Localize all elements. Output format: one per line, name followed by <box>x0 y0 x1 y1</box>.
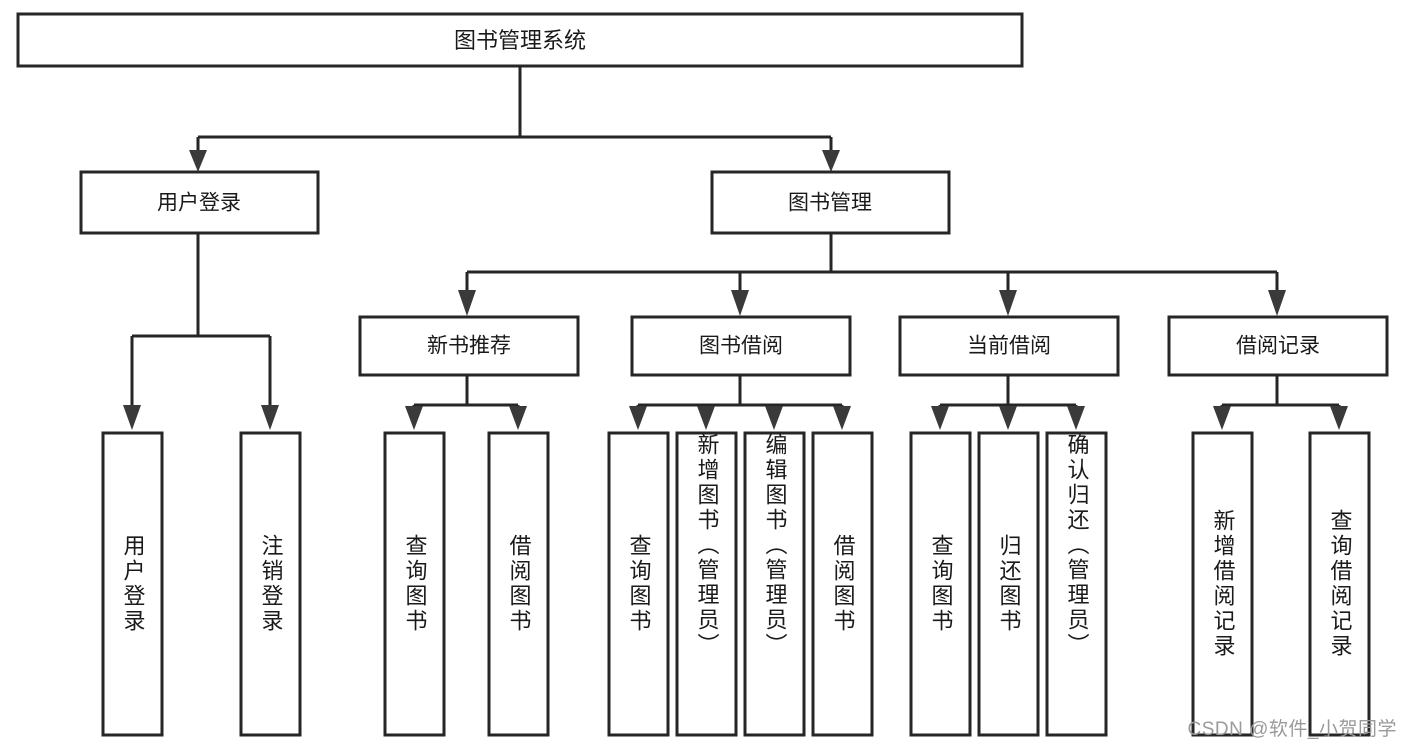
node-box-book-management[interactable] <box>710 170 951 235</box>
node-box-borrow-record[interactable] <box>1167 315 1389 377</box>
node-label-current-borrow: 当前借阅 <box>967 335 1051 358</box>
arrow-new-book-leaf-1 <box>405 406 423 430</box>
arrow-book-borrow-leaf-3 <box>765 406 783 430</box>
arrow-book-borrow-leaf-4 <box>833 406 851 430</box>
connector-group-book-borrow <box>629 375 851 430</box>
leaf-box-user-login-logout[interactable] <box>239 431 302 737</box>
leaf-box-borrow-record-add[interactable] <box>1191 431 1254 737</box>
arrow-book-mgmt-to-current-borrow <box>999 290 1017 316</box>
node-label-book-management: 图书管理 <box>788 192 872 215</box>
arrow-root-to-user-login <box>189 150 207 172</box>
leaf-box-new-book-borrow[interactable] <box>487 431 550 737</box>
connector-group-borrow-record <box>1213 375 1348 430</box>
leaf-box-user-login-login[interactable] <box>101 431 164 737</box>
node-box-root[interactable] <box>16 12 1024 68</box>
node-label-book-borrow: 图书借阅 <box>699 335 783 358</box>
arrow-current-borrow-leaf-1 <box>931 406 949 430</box>
connector-group-user-login <box>123 233 279 430</box>
node-box-user-login[interactable] <box>79 170 320 235</box>
leaf-box-borrow-record-query[interactable] <box>1308 431 1371 737</box>
arrow-book-borrow-leaf-1 <box>629 406 647 430</box>
node-box-new-book-recommend[interactable] <box>358 315 580 377</box>
leaf-box-book-borrow-lend[interactable] <box>811 431 874 737</box>
arrow-borrow-record-leaf-2 <box>1330 406 1348 430</box>
arrow-current-borrow-leaf-3 <box>1067 406 1085 430</box>
leaf-box-current-borrow-query[interactable] <box>909 431 972 737</box>
node-label-new-book-recommend: 新书推荐 <box>427 335 511 358</box>
node-label-root: 图书管理系统 <box>454 28 586 53</box>
leaf-box-book-borrow-add[interactable] <box>675 431 738 737</box>
connector-group-current-borrow <box>931 375 1085 430</box>
node-box-current-borrow[interactable] <box>898 315 1120 377</box>
arrow-user-login-leaf-2 <box>261 405 279 430</box>
node-box-book-borrow[interactable] <box>630 315 852 377</box>
leaf-box-book-borrow-query[interactable] <box>607 431 670 737</box>
connector-group-book-mgmt <box>458 233 1286 316</box>
leaf-box-book-borrow-edit[interactable] <box>743 431 806 737</box>
connector-group-root <box>189 66 840 172</box>
arrow-user-login-leaf-1 <box>123 405 141 430</box>
arrow-book-borrow-leaf-2 <box>697 406 715 430</box>
leaf-box-current-borrow-confirm[interactable] <box>1045 431 1108 737</box>
watermark-text: CSDN @软件_小贺同学 <box>1187 719 1397 740</box>
arrow-current-borrow-leaf-2 <box>999 406 1017 430</box>
arrow-new-book-leaf-2 <box>509 406 527 430</box>
connector-group-new-book <box>405 375 527 430</box>
arrow-book-mgmt-to-book-borrow <box>731 290 749 316</box>
arrow-book-mgmt-to-borrow-record <box>1268 290 1286 316</box>
leaf-box-current-borrow-return[interactable] <box>977 431 1040 737</box>
arrow-borrow-record-leaf-1 <box>1213 406 1231 430</box>
arrow-root-to-book-mgmt <box>822 150 840 172</box>
node-label-user-login: 用户登录 <box>157 192 241 215</box>
node-label-borrow-record: 借阅记录 <box>1236 335 1320 358</box>
arrow-book-mgmt-to-new-book <box>458 290 476 316</box>
leaf-box-new-book-query[interactable] <box>383 431 446 737</box>
